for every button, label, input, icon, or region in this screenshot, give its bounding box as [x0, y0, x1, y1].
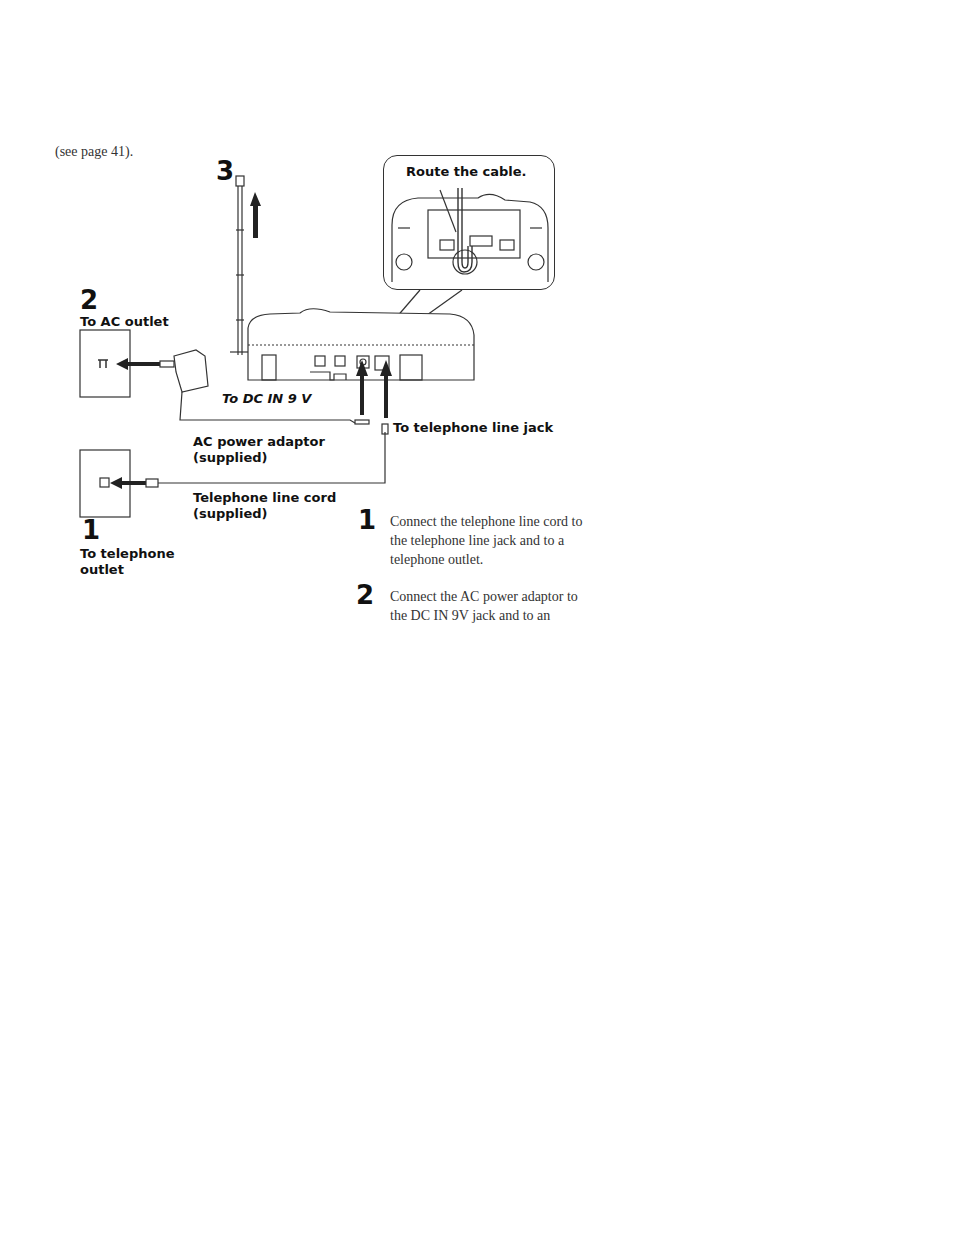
step-number: 2: [80, 287, 98, 313]
part-label: To telephone outlet: [80, 546, 190, 577]
step-text: Connect the telephone line cord to the t…: [390, 513, 595, 570]
step-number: 2: [356, 582, 374, 608]
page-reference: (see page 41).: [55, 143, 133, 162]
jack-label: To telephone line jack: [393, 420, 553, 436]
step-text: Connect the AC power adaptor to the DC I…: [390, 588, 595, 626]
part-label: To AC outlet: [80, 314, 169, 330]
part-label: Telephone line cord (supplied): [193, 490, 343, 521]
jack-label: To DC IN 9 V: [222, 391, 311, 407]
inset-callout-box: Route the cable.: [383, 155, 555, 290]
step-number: 1: [358, 507, 376, 533]
part-label: AC power adaptor (supplied): [193, 434, 343, 465]
phone-base: [230, 309, 474, 380]
callout-heading: Route the cable.: [384, 156, 527, 179]
step-number: 3: [216, 158, 234, 184]
step-number: 1: [82, 517, 100, 543]
ac-outlet: [80, 330, 369, 424]
